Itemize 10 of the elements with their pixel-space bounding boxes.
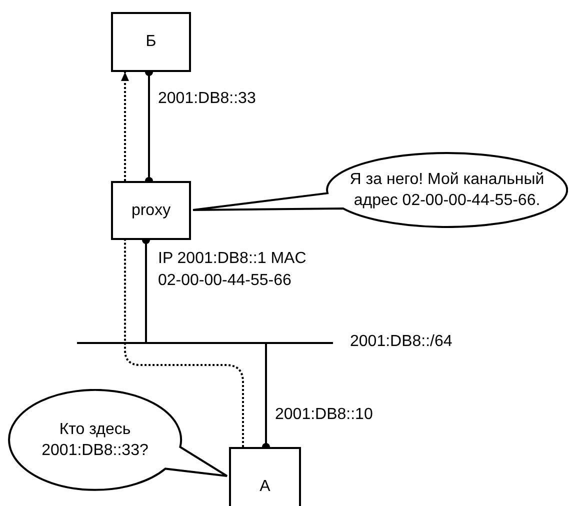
network-bus-line [77, 342, 333, 344]
speech-bubble [192, 152, 568, 228]
bubble-text: Я за него! Мой канальный адрес 02-00-00-44-55-66. [348, 170, 546, 211]
speech-bubble [7, 389, 228, 491]
host-box: А [229, 447, 301, 506]
host-box: Б [111, 12, 191, 72]
host-box: proxy [111, 181, 191, 240]
dotted-line [124, 240, 244, 447]
dotted-arrow [121, 72, 129, 181]
bubble-text: Кто здесь 2001:DB8::33? [40, 420, 150, 461]
